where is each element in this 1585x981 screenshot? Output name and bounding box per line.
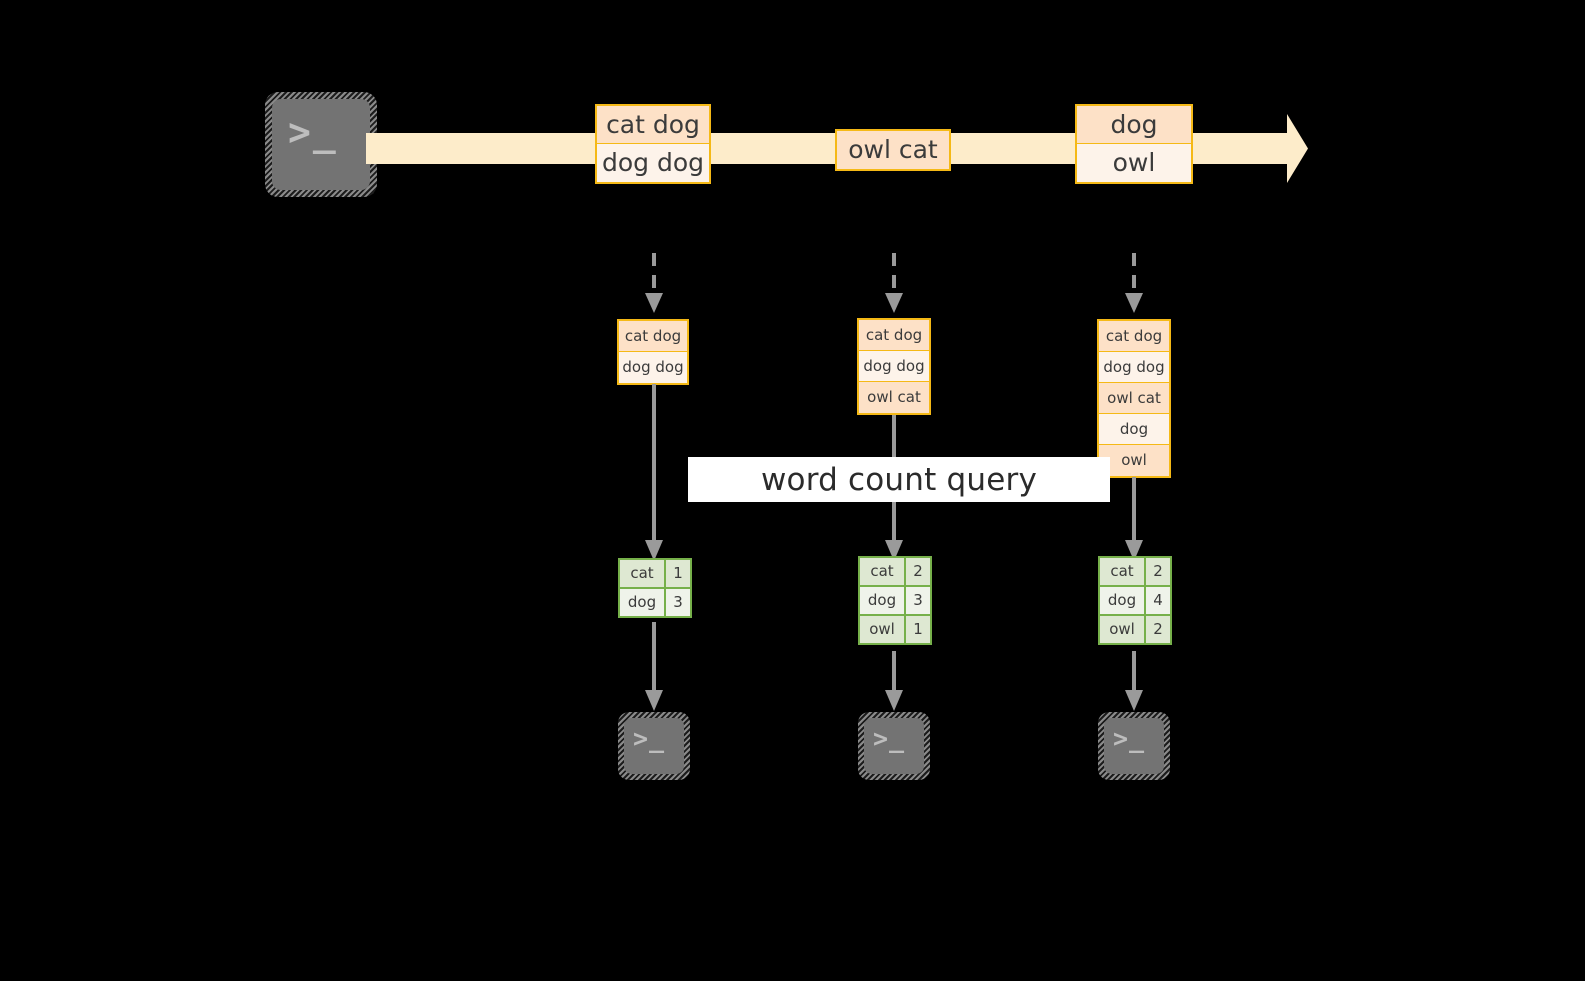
result-table-3[interactable]: cat 2 dog 4 owl 2	[1098, 556, 1172, 645]
result-word: dog	[860, 587, 906, 614]
dashed-arrow-snapshot-3	[1123, 253, 1145, 315]
result-word: owl	[1100, 616, 1146, 643]
stream-event-line: owl	[1077, 144, 1191, 182]
query-arrow-snapshot-3	[1124, 477, 1144, 562]
terminal-prompt-glyph: >_	[873, 724, 906, 753]
terminal-screen: >_	[864, 718, 924, 774]
result-count: 1	[906, 616, 930, 643]
result-word: dog	[1100, 587, 1146, 614]
stream-event-line: dog	[1077, 106, 1191, 144]
result-table-2[interactable]: cat 2 dog 3 owl 1	[858, 556, 932, 645]
snapshot-3-accumulated-box[interactable]: cat dog dog dog owl cat dog owl	[1097, 319, 1171, 478]
accumulated-line: dog dog	[1099, 352, 1169, 383]
result-table-1[interactable]: cat 1 dog 3	[618, 558, 692, 618]
table-row: owl 2	[1100, 616, 1170, 643]
accumulated-line: owl cat	[859, 382, 929, 413]
accumulated-line: dog	[1099, 414, 1169, 445]
query-arrow-snapshot-1	[644, 384, 664, 562]
table-row: owl 1	[860, 616, 930, 643]
stream-event-line: dog dog	[597, 144, 709, 182]
accumulated-line: cat dog	[1099, 321, 1169, 352]
result-count: 4	[1146, 587, 1170, 614]
result-count: 2	[906, 558, 930, 585]
sink-terminal-2-icon[interactable]: >_	[858, 712, 930, 780]
accumulated-line: owl cat	[1099, 383, 1169, 414]
table-row: cat 2	[1100, 558, 1170, 587]
table-row: cat 2	[860, 558, 930, 587]
event-stream-arrowhead	[1255, 111, 1309, 186]
stream-event-1[interactable]: cat dog dog dog	[595, 104, 711, 184]
snapshot-2-accumulated-box[interactable]: cat dog dog dog owl cat	[857, 318, 931, 415]
result-word: cat	[1100, 558, 1146, 585]
result-word: owl	[860, 616, 906, 643]
snapshot-1-accumulated-box[interactable]: cat dog dog dog	[617, 319, 689, 385]
result-word: cat	[860, 558, 906, 585]
terminal-screen: >_	[1104, 718, 1164, 774]
stream-event-line: cat dog	[597, 106, 709, 144]
result-count: 1	[666, 560, 690, 587]
sink-terminal-3-icon[interactable]: >_	[1098, 712, 1170, 780]
accumulated-line: dog dog	[859, 351, 929, 382]
dashed-arrow-snapshot-2	[883, 253, 905, 315]
result-word: dog	[620, 589, 666, 616]
table-row: cat 1	[620, 560, 690, 589]
terminal-screen: >_	[624, 718, 684, 774]
sink-arrow-1	[644, 622, 664, 712]
terminal-prompt-glyph: >_	[633, 724, 666, 753]
table-row: dog 4	[1100, 587, 1170, 616]
stream-event-line: owl cat	[837, 131, 949, 169]
stream-event-2[interactable]: owl cat	[835, 129, 951, 171]
table-row: dog 3	[860, 587, 930, 616]
result-count: 2	[1146, 616, 1170, 643]
table-row: dog 3	[620, 589, 690, 616]
result-word: cat	[620, 560, 666, 587]
query-label: word count query	[688, 457, 1110, 502]
accumulated-line: cat dog	[859, 320, 929, 351]
sink-arrow-2	[884, 651, 904, 712]
dashed-arrow-snapshot-1	[643, 253, 665, 315]
accumulated-line: owl	[1099, 445, 1169, 476]
result-count: 3	[666, 589, 690, 616]
terminal-prompt-glyph: >_	[1113, 724, 1146, 753]
terminal-screen: >_	[272, 99, 370, 190]
sink-terminal-1-icon[interactable]: >_	[618, 712, 690, 780]
accumulated-line: dog dog	[619, 352, 687, 383]
result-count: 3	[906, 587, 930, 614]
accumulated-line: cat dog	[619, 321, 687, 352]
terminal-prompt-glyph: >_	[288, 110, 338, 154]
stream-event-3[interactable]: dog owl	[1075, 104, 1193, 184]
sink-arrow-3	[1124, 651, 1144, 712]
source-terminal-icon[interactable]: >_	[265, 92, 377, 197]
result-count: 2	[1146, 558, 1170, 585]
